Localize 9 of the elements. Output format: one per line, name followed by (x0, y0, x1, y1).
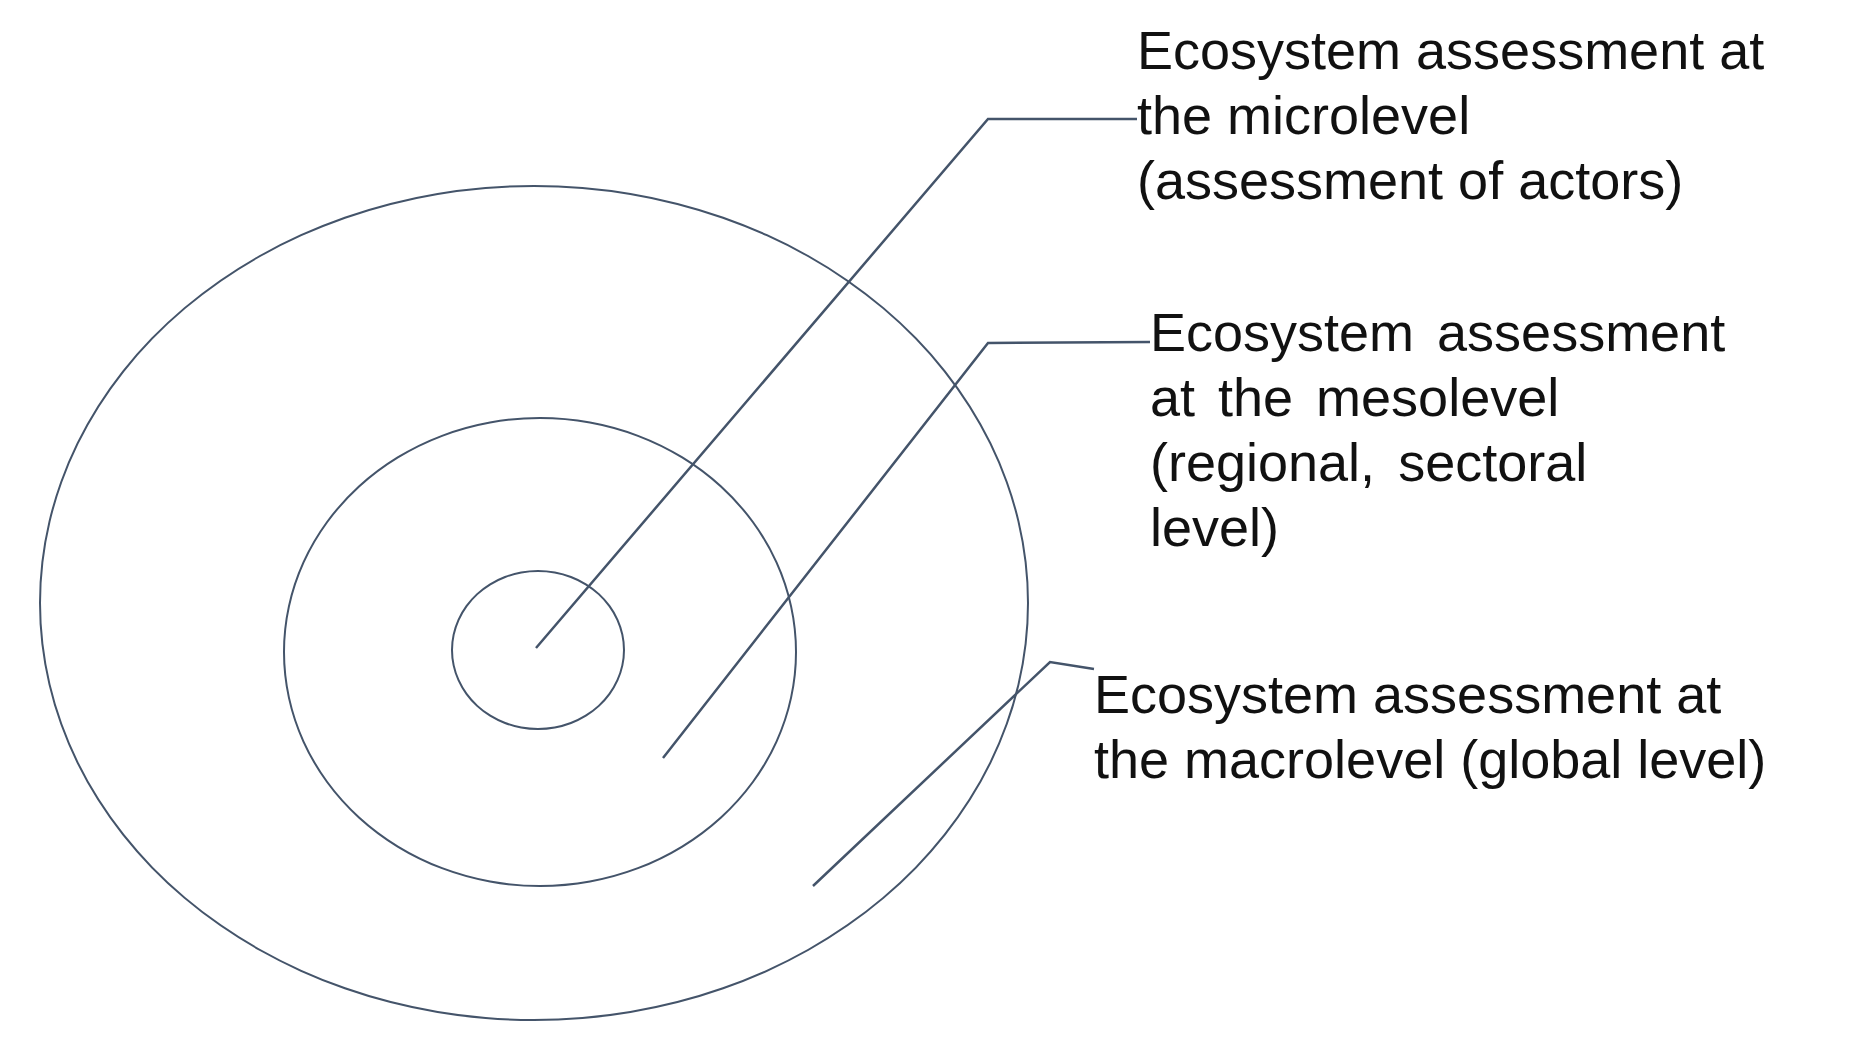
outer-ellipse (39, 185, 1029, 1021)
middle-ellipse (282, 416, 797, 887)
annotation-text: Ecosystem assessment at the macrolevel (global level) (1094, 662, 1784, 792)
annotation-text: Ecosystem assessment at the microlevel (assessment of actors) (1137, 18, 1778, 213)
leader-line (662, 340, 1150, 759)
inner-ellipse (451, 570, 625, 730)
annotation-text: Ecosystem assessment at the mesolevel (regional, sectoral level) (1150, 300, 1731, 560)
leader-line (535, 117, 1137, 649)
leader-line (812, 660, 1095, 887)
